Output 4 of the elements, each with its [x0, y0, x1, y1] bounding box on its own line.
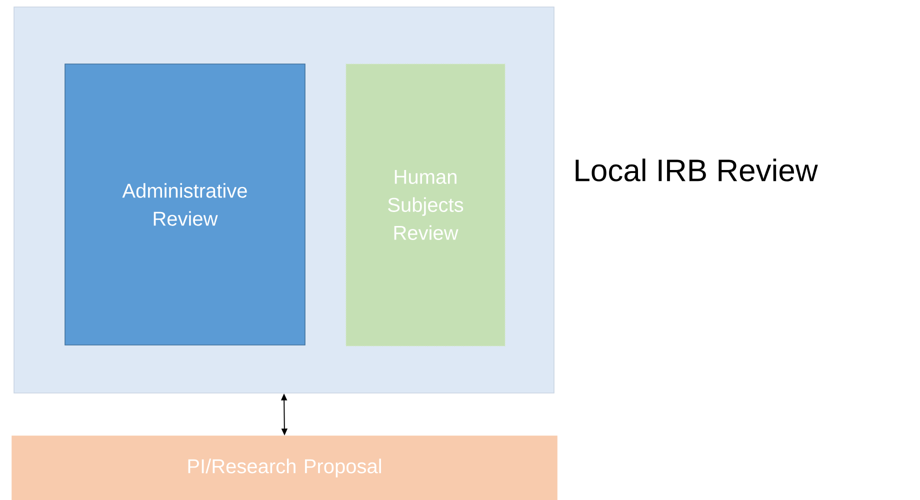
heading-text: Local IRB Review	[576, 158, 818, 182]
process-box: PI/Research Proposal	[12, 436, 558, 500]
process-box: Administrative Review	[64, 64, 306, 346]
process-box: Human Subjects Review	[346, 64, 506, 346]
